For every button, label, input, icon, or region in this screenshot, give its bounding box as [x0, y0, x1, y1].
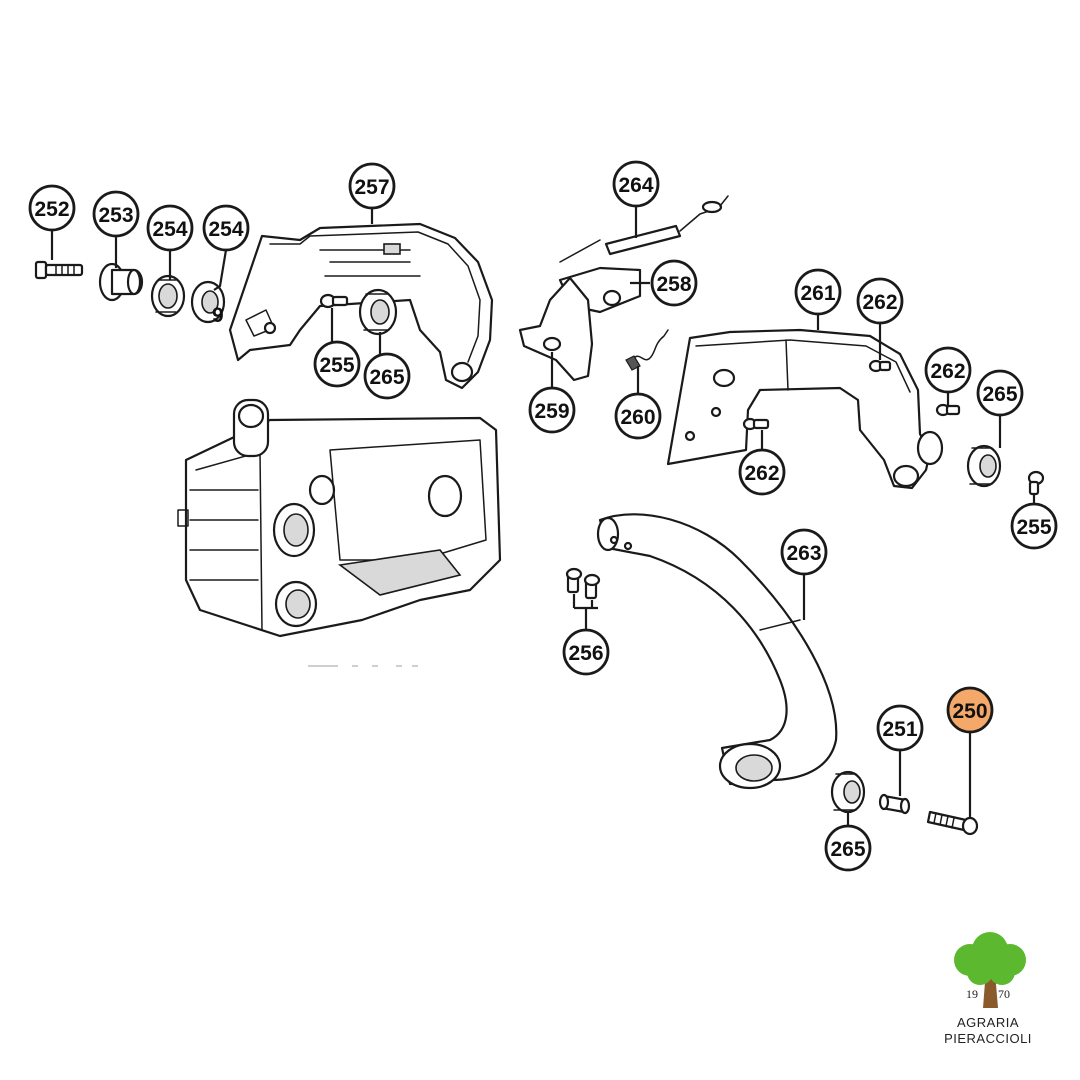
tree-icon: [954, 932, 1026, 1008]
callout-255b: 255: [1010, 502, 1058, 550]
callout-262c: 262: [738, 448, 786, 496]
part-buffer-265a: [358, 288, 398, 336]
callout-250-highlighted: 250: [946, 686, 994, 734]
part-screw-262c: [742, 417, 770, 431]
callout-label: 258: [656, 273, 691, 296]
part-sleeve-251: [878, 793, 911, 815]
callout-label: 261: [800, 282, 835, 305]
callout-255a: 255: [313, 340, 361, 388]
callout-label: 255: [1016, 516, 1051, 539]
callout-258: 258: [650, 259, 698, 307]
brand-logo: 19 70 AGRARIA PIERACCIOLI: [944, 932, 1032, 1046]
callout-label: 254: [208, 218, 243, 241]
callout-label: 264: [618, 174, 653, 197]
logo-year-left: 19: [966, 987, 978, 1001]
callout-259: 259: [528, 386, 576, 434]
callout-label: 259: [534, 400, 569, 423]
callout-label: 253: [98, 204, 133, 227]
callout-label: 257: [354, 176, 389, 199]
callout-label: 255: [319, 354, 354, 377]
part-rear-handle-261: [666, 328, 944, 490]
callout-260: 260: [614, 392, 662, 440]
part-buffer-254b: [190, 280, 226, 324]
leader-lines: [50, 206, 1036, 826]
callout-264: 264: [612, 160, 660, 208]
callout-262a: 262: [856, 277, 904, 325]
part-bolt-250: [926, 810, 979, 836]
callout-label: 262: [862, 291, 897, 314]
callout-label: 263: [786, 542, 821, 565]
callout-label: 262: [930, 360, 965, 383]
part-trigger-259: [518, 239, 601, 382]
callout-265c: 265: [824, 824, 872, 872]
part-buffer-254a: [150, 274, 186, 318]
stray-label: 9: [212, 304, 224, 327]
callout-label: 250: [952, 700, 987, 723]
callout-label: 265: [982, 383, 1017, 406]
callout-label: 254: [152, 218, 187, 241]
part-spacer-253: [98, 262, 144, 302]
callout-254b: 254: [202, 204, 250, 252]
callout-253: 253: [92, 190, 140, 238]
callout-label: 256: [568, 642, 603, 665]
part-screw-262a: [868, 359, 892, 373]
part-screw-255b: [1027, 470, 1045, 496]
part-buffer-265b: [966, 444, 1002, 488]
callout-254a: 254: [146, 204, 194, 252]
callout-label: 265: [830, 838, 865, 861]
callout-label: 262: [744, 462, 779, 485]
callout-263: 263: [780, 528, 828, 576]
part-spring-260: [625, 329, 669, 371]
part-buffer-265c: [830, 770, 866, 814]
logo-line-2: PIERACCIOLI: [944, 1031, 1032, 1046]
part-cable-264: [604, 195, 729, 256]
part-front-handle-263: [596, 513, 838, 790]
callout-261: 261: [794, 268, 842, 316]
callout-label: 265: [369, 366, 404, 389]
callout-251: 251: [876, 704, 924, 752]
callout-257: 257: [348, 162, 396, 210]
part-screw-262b: [935, 403, 961, 417]
callout-265a: 265: [363, 352, 411, 400]
callout-label: 260: [620, 406, 655, 429]
part-handle-housing-257: [228, 222, 494, 390]
logo-year-right: 70: [998, 987, 1010, 1001]
callout-256: 256: [562, 628, 610, 676]
part-bolt-252: [34, 260, 84, 280]
part-screws-256: [565, 567, 601, 600]
callout-label: 252: [34, 198, 69, 221]
logo-line-1: AGRARIA: [957, 1015, 1019, 1030]
part-crankcase: [177, 398, 502, 638]
callout-252: 252: [28, 184, 76, 232]
part-screw-255a: [319, 293, 349, 309]
callout-262b: 262: [924, 346, 972, 394]
callout-label: 251: [882, 718, 917, 741]
callout-265b: 265: [976, 369, 1024, 417]
